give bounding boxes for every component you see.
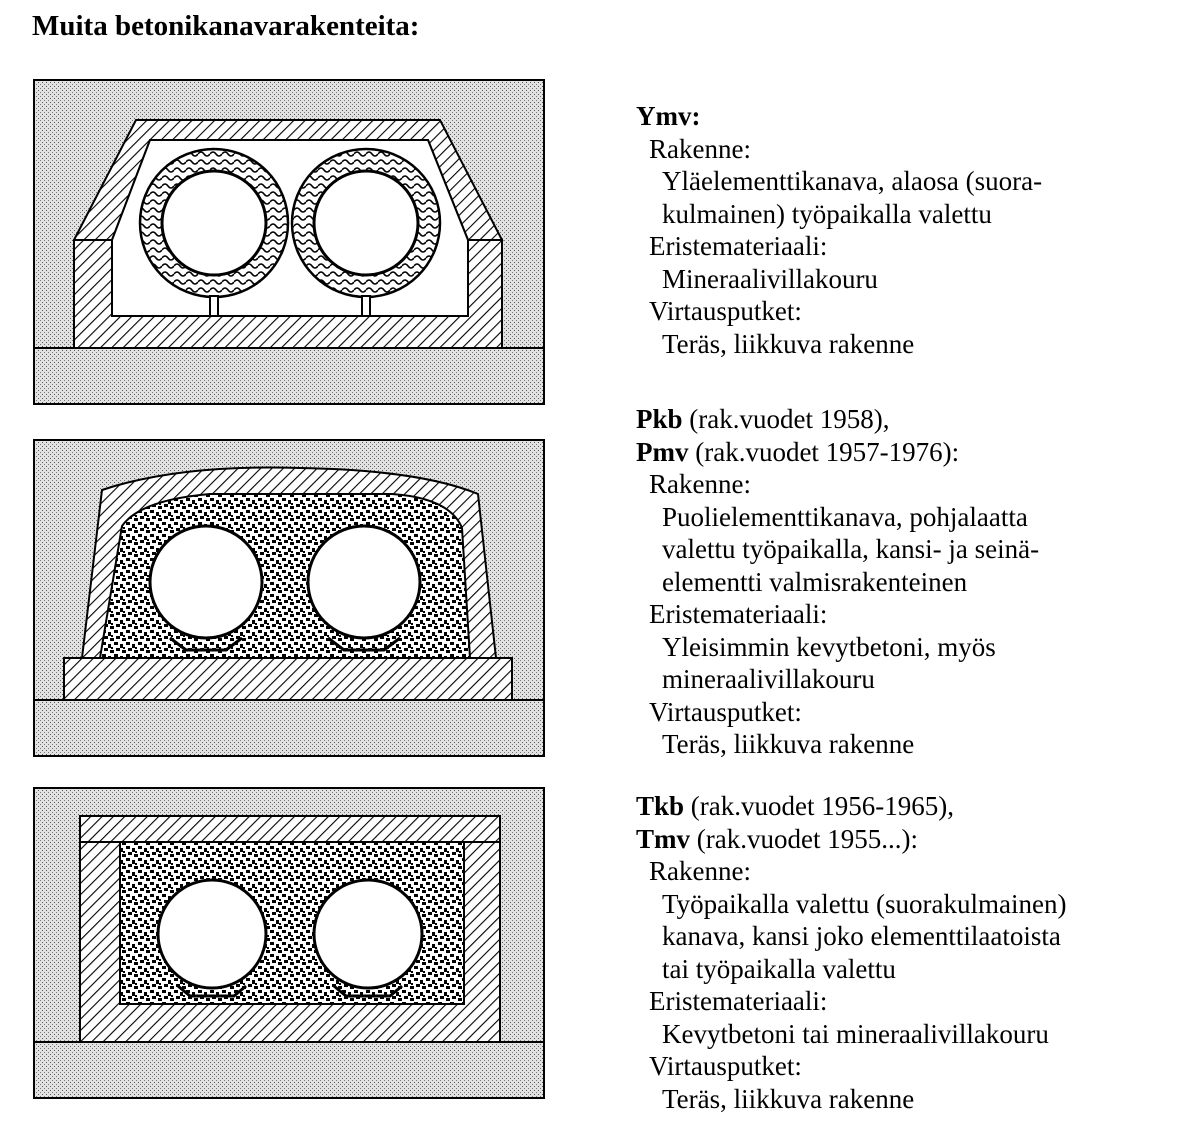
rakenne-label: Rakenne: <box>649 856 751 886</box>
rakenne-text: Työpaikalla valettu (suorakulmainen) <box>662 888 1067 919</box>
figure-pkb-pmv <box>30 438 548 768</box>
putket-text: Teräs, liikkuva rakenne <box>662 1083 915 1114</box>
section-code: Pkb <box>636 404 683 434</box>
putket-label: Virtausputket: <box>649 296 802 326</box>
putket-text: Teräs, liikkuva rakenne <box>662 729 915 759</box>
eriste-label: Eristemateriaali: <box>649 986 828 1016</box>
section-code: Tmv <box>636 823 690 854</box>
eriste-text: mineraalivillakouru <box>662 664 875 694</box>
eriste-text: Yleisimmin kevytbetoni, myös <box>662 631 996 662</box>
rakenne-text: tai työpaikalla valettu <box>662 953 896 984</box>
eriste-text: Mineraalivillakouru <box>662 263 878 294</box>
section-code: Tkb <box>636 791 685 821</box>
figure-ymv <box>30 78 548 408</box>
section-code: Pmv <box>636 436 689 467</box>
section-years: (rak.vuodet 1956-1965), <box>684 791 954 821</box>
eriste-label: Eristemateriaali: <box>649 599 828 629</box>
rakenne-label: Rakenne: <box>649 469 751 499</box>
figure-tkb-tmv <box>30 786 548 1106</box>
page-title: Muita betonikanavarakenteita: <box>32 10 420 42</box>
putket-label: Virtausputket: <box>649 1051 802 1081</box>
rakenne-text: kulmainen) työpaikalla valettu <box>662 198 992 229</box>
rakenne-text: kanava, kansi joko elementtilaatoista <box>662 921 1061 951</box>
section-code: Ymv: <box>636 101 701 131</box>
rakenne-label: Rakenne: <box>649 133 751 164</box>
description-ymv: Ymv: Rakenne: Yläelementtikanava, alaosa… <box>636 100 1176 360</box>
description-tkb-tmv: Tkb (rak.vuodet 1956-1965), Tmv (rak.vuo… <box>636 790 1176 1115</box>
rakenne-text: Yläelementtikanava, alaosa (suora- <box>662 166 1043 196</box>
section-years: (rak.vuodet 1957-1976): <box>688 436 960 467</box>
description-pkb-pmv: Pkb (rak.vuodet 1958), Pmv (rak.vuodet 1… <box>636 403 1176 761</box>
putket-label: Virtausputket: <box>649 696 802 727</box>
eriste-text: Kevytbetoni tai mineraalivillakouru <box>662 1018 1049 1049</box>
section-years: (rak.vuodet 1955...): <box>690 823 918 854</box>
putket-text: Teräs, liikkuva rakenne <box>662 328 915 359</box>
rakenne-text: valettu työpaikalla, kansi- ja seinä- <box>662 534 1040 564</box>
section-years: (rak.vuodet 1958), <box>682 404 890 434</box>
rakenne-text: Puolielementtikanava, pohjalaatta <box>662 501 1028 532</box>
eriste-label: Eristemateriaali: <box>649 231 828 261</box>
rakenne-text: elementti valmisrakenteinen <box>662 566 968 597</box>
